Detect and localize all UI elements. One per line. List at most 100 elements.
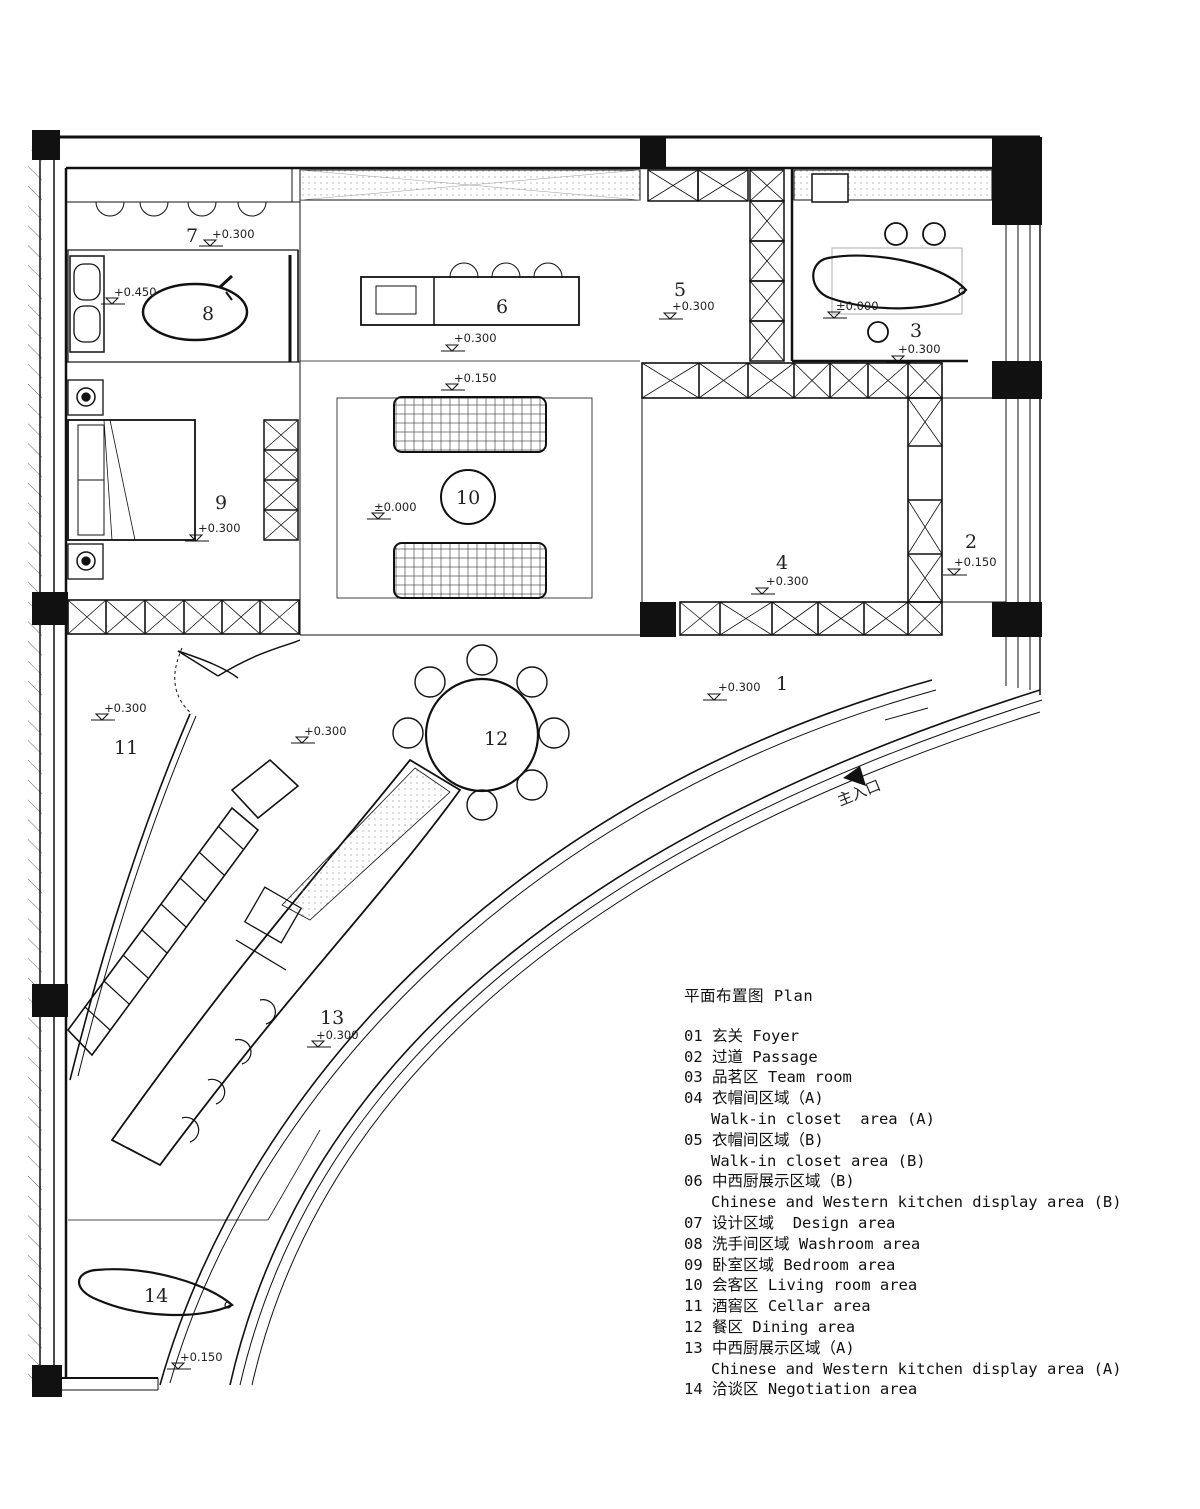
- room-number-3: 3: [910, 320, 922, 342]
- legend-item-number: 05: [684, 1130, 703, 1149]
- room-number-9: 9: [215, 492, 227, 514]
- legend-item-number: 04: [684, 1089, 703, 1108]
- legend-item-zh: 中西厨展示区域（B): [712, 1172, 855, 1191]
- legend-item-zh: 设计区域: [712, 1213, 775, 1232]
- legend-item-en: Passage: [752, 1047, 818, 1066]
- legend-item-number: 13: [684, 1338, 703, 1357]
- legend-item-zh: 餐区: [712, 1317, 744, 1336]
- legend-item-zh: 衣帽间区域（B): [712, 1130, 824, 1149]
- legend-title: 平面布置图 Plan: [684, 987, 814, 1005]
- legend-item-zh: 衣帽间区域（A): [712, 1089, 824, 1108]
- legend-item-08: 08 洗手间区域 Washroom area: [684, 1234, 1122, 1255]
- legend-item-en: Foyer: [752, 1026, 800, 1045]
- elevation-markers: +0.300 +0.150 +0.300 +0.300 +0.300 +0.30…: [104, 227, 997, 1364]
- elevation-room-12: +0.300: [304, 724, 347, 738]
- elevation-room-13: +0.300: [316, 1028, 359, 1042]
- legend-item-zh: 会客区: [712, 1276, 759, 1295]
- legend-item-number: 03: [684, 1068, 703, 1087]
- legend-item-04-english: Walk-in closet area (A): [684, 1109, 1122, 1130]
- bed: [67, 419, 196, 541]
- room-number-14: 14: [144, 1285, 168, 1307]
- room-number-12: 12: [484, 728, 508, 750]
- legend-item-10: 10 会客区 Living room area: [684, 1275, 1122, 1296]
- legend-item-number: 02: [684, 1047, 703, 1066]
- elevation-tea-table: ±0.000: [836, 299, 879, 313]
- closet-b-cabinets: [647, 169, 785, 362]
- coffee-table: [440, 469, 496, 525]
- left-wall-hatch: [28, 150, 42, 1390]
- negotiation-table: [78, 1268, 234, 1317]
- legend-item-06-english: Chinese and Western kitchen display area…: [684, 1192, 1122, 1213]
- elevation-room-1: +0.300: [718, 680, 761, 694]
- legend-item-06: 06 中西厨展示区域（B): [684, 1171, 1122, 1192]
- legend-item-en: Chinese and Western kitchen display area…: [711, 1193, 1122, 1212]
- room-number-1: 1: [776, 673, 788, 695]
- legend-item-zh: 玄关: [712, 1026, 744, 1045]
- elevation-room-9: +0.300: [198, 521, 241, 535]
- legend-item-03: 03 品茗区 Team room: [684, 1067, 1122, 1088]
- legend-item-13-english: Chinese and Western kitchen display area…: [684, 1359, 1122, 1380]
- room-numbers: 1 2 3 4 5 6 7 8 9 10 11 12 13 14: [114, 225, 977, 1307]
- elevation-room-7: +0.300: [212, 227, 255, 241]
- legend-item-02: 02 过道 Passage: [684, 1047, 1122, 1068]
- legend-item-05: 05 衣帽间区域（B): [684, 1130, 1122, 1151]
- legend-item-en: Living room area: [767, 1276, 918, 1295]
- kitchen-island-b: [360, 276, 580, 326]
- tea-table: [812, 254, 968, 310]
- legend-item-en: Cellar area: [767, 1297, 871, 1316]
- room-number-13: 13: [320, 1007, 344, 1029]
- legend-item-04: 04 衣帽间区域（A): [684, 1088, 1122, 1109]
- room-number-6: 6: [496, 296, 508, 318]
- legend-item-01: 01 玄关 Foyer: [684, 1026, 1122, 1047]
- legend-item-14: 14 洽谈区 Negotiation area: [684, 1379, 1122, 1400]
- room-number-2: 2: [965, 531, 977, 553]
- legend-item-number: 11: [684, 1297, 703, 1316]
- legend-item-zh: 洗手间区域: [712, 1234, 790, 1253]
- elevation-room-4: +0.300: [766, 574, 809, 588]
- sofa-top: [393, 396, 547, 453]
- legend-item-number: 08: [684, 1234, 703, 1253]
- elevation-room-14: +0.150: [180, 1350, 223, 1364]
- legend-item-en: Walk-in closet area (B): [711, 1151, 926, 1170]
- elevation-symbols: [91, 239, 967, 1370]
- legend-item-11: 11 酒窖区 Cellar area: [684, 1296, 1122, 1317]
- room-number-4: 4: [776, 552, 788, 574]
- room-number-8: 8: [202, 303, 214, 325]
- legend-item-number: 07: [684, 1213, 703, 1232]
- elevation-room-3: +0.300: [898, 342, 941, 356]
- legend-item-zh: 中西厨展示区域（A): [712, 1338, 855, 1357]
- room-number-10: 10: [456, 487, 480, 509]
- legend-item-number: 12: [684, 1317, 703, 1336]
- legend-item-zh: 卧室区域: [712, 1255, 775, 1274]
- legend-item-en: Chinese and Western kitchen display area…: [711, 1359, 1122, 1378]
- legend-item-en: Negotiation area: [767, 1380, 918, 1399]
- structural-columns: [32, 130, 1042, 1397]
- legend-item-09: 09 卧室区域 Bedroom area: [684, 1255, 1122, 1276]
- legend-item-13: 13 中西厨展示区域（A): [684, 1338, 1122, 1359]
- elevation-room-2: +0.150: [954, 555, 997, 569]
- elevation-room-10: ±0.000: [374, 500, 417, 514]
- elevation-room-11: +0.300: [104, 701, 147, 715]
- legend-item-number: 01: [684, 1026, 703, 1045]
- bathtub: [141, 282, 249, 342]
- dining-table: [424, 677, 540, 793]
- legend-item-en: Washroom area: [798, 1234, 921, 1253]
- legend-item-en: Bedroom area: [783, 1255, 896, 1274]
- elevation-room-6: +0.300: [454, 331, 497, 345]
- elevation-living-area: +0.150: [454, 371, 497, 385]
- legend-item-12: 12 餐区 Dining area: [684, 1317, 1122, 1338]
- legend-item-en: Walk-in closet area (A): [711, 1109, 935, 1128]
- legend-item-en: Design area: [783, 1213, 896, 1232]
- legend-item-number: 10: [684, 1276, 703, 1295]
- legend-item-number: 14: [684, 1380, 703, 1399]
- legend-item-zh: 品茗区: [712, 1068, 759, 1087]
- legend-item-zh: 洽谈区: [712, 1380, 759, 1399]
- room-number-5: 5: [674, 279, 686, 301]
- sofa-bottom: [393, 542, 547, 599]
- elevation-room-5: +0.300: [672, 299, 715, 313]
- legend-item-07: 07 设计区域 Design area: [684, 1213, 1122, 1234]
- wine-rack: [66, 758, 300, 1057]
